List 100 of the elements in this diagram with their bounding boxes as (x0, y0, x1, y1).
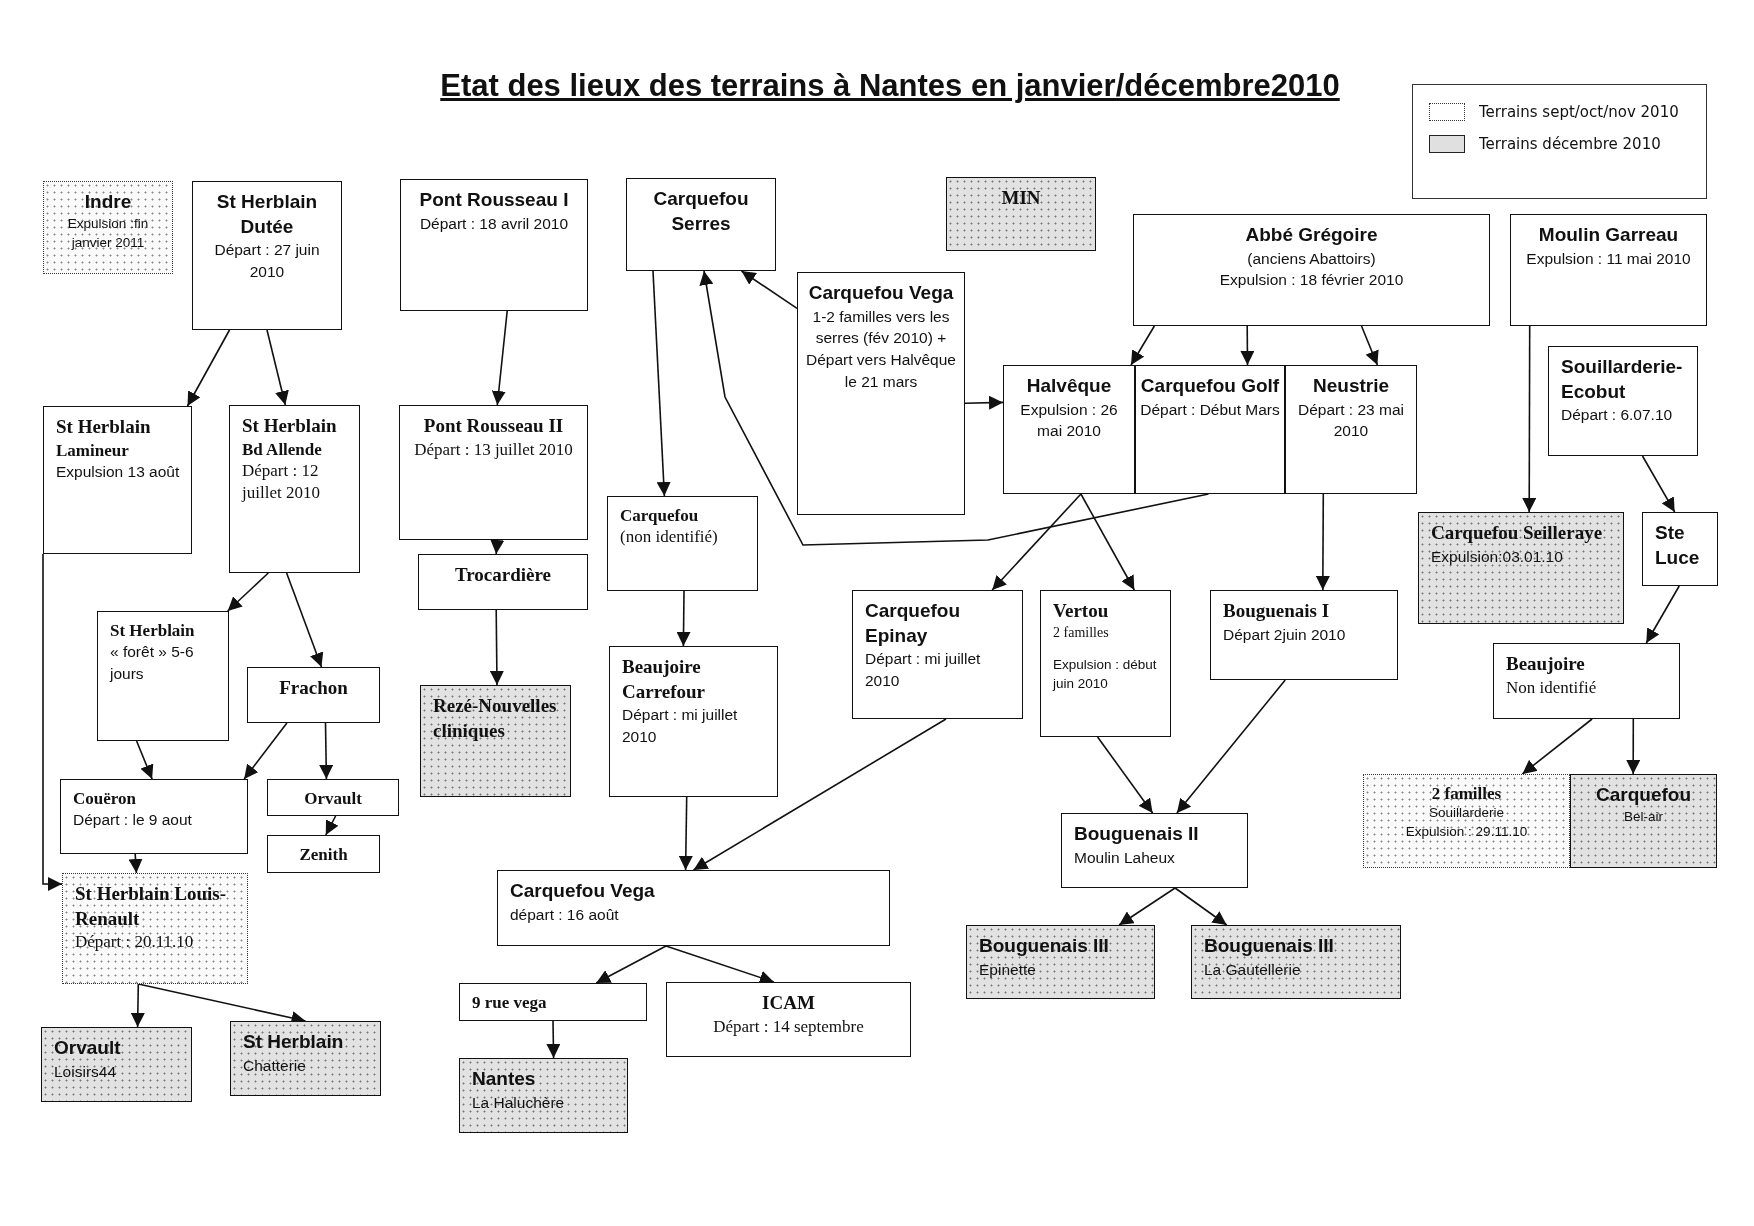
place-box (43, 406, 192, 554)
place-name: Bouguenais I (1223, 599, 1331, 623)
place-detail: Bel-air (1623, 807, 1664, 826)
place-detail: 1-2 familles vers les serres (fév 2010) + Départ vers Halvêque le 21 mars (805, 306, 957, 392)
place-box (1061, 813, 1248, 888)
place-box (1570, 774, 1717, 868)
place-box (497, 870, 890, 946)
place-box (1418, 512, 1624, 624)
arrow (285, 572, 324, 668)
place-name: Carquefou (620, 505, 700, 527)
place-name: 2 familles (1430, 783, 1503, 805)
arrow (1130, 325, 1156, 366)
arrow (1118, 887, 1176, 926)
legend-text: Terrains sept/oct/nov 2010 (1479, 103, 1679, 121)
place-detail: Expulsion : 26 mai 2010 (1019, 399, 1119, 442)
place-box (399, 405, 588, 540)
place-name: St Herblain (110, 620, 196, 642)
arrow (652, 270, 671, 497)
place-name: St Herblain (243, 1030, 345, 1054)
place-box (666, 982, 911, 1057)
arrow (490, 539, 505, 555)
arrow (1626, 718, 1641, 775)
arrow (319, 722, 334, 780)
place-name: Bouguenais II (1074, 822, 1200, 846)
place-detail: Départ : 13 juillet 2010 (413, 438, 574, 461)
place-name: Bouguenais III (979, 934, 1110, 958)
place-detail: Bd Allende (242, 438, 323, 460)
place-name: Orvault (54, 1036, 122, 1060)
place-name: Beaujoire Carrefour (622, 655, 706, 704)
arrow (678, 796, 693, 871)
place-box (1040, 590, 1171, 737)
place-detail: Lamineur (56, 439, 130, 461)
place-name: Ste Luce (1655, 521, 1701, 570)
place-box (97, 611, 229, 741)
place-box (1135, 365, 1285, 494)
place-detail: La Gautellerie (1204, 959, 1302, 980)
place-box (966, 925, 1155, 999)
place-detail: Expulsion :fin janvier 2011 (66, 214, 150, 252)
place-box (41, 1027, 192, 1102)
arrow (1645, 585, 1680, 644)
arrow (692, 718, 947, 871)
place-box (1642, 512, 1718, 586)
arrow (491, 310, 508, 406)
place-box (229, 405, 360, 573)
place-name: Carquefou Golf (1140, 374, 1280, 398)
place-box (267, 835, 380, 873)
place-name: Carquefou Vega (510, 879, 656, 903)
place-name: MIN (1000, 186, 1042, 210)
place-detail: Expulsion 13 août (56, 461, 181, 482)
place-detail: (anciens Abattoirs) (1246, 248, 1377, 269)
place-detail: Epinette (979, 959, 1037, 980)
place-name: Bouguenais III (1204, 934, 1335, 958)
arrow (243, 722, 288, 780)
place-detail: Départ : le 9 aout (73, 810, 193, 831)
place-detail: Départ : 20.11.10 (75, 931, 195, 954)
arrow (964, 395, 1004, 410)
place-name: Carquefou (1595, 783, 1692, 807)
place-box (1548, 346, 1698, 456)
arrow (1176, 679, 1286, 814)
diagram-title: Etat des lieux des terrains à Nantes en janvier/décembre2010 (439, 68, 1341, 104)
place-box (609, 646, 778, 797)
place-detail: Départ 2juin 2010 (1223, 624, 1347, 645)
place-box (247, 667, 380, 723)
arrow (1080, 493, 1136, 591)
arrow (1315, 493, 1330, 591)
arrow (1174, 887, 1228, 926)
place-box (1133, 214, 1490, 326)
place-name: Pont Rousseau I (418, 188, 570, 212)
place-name: Zenith (298, 844, 349, 866)
place-detail: Expulsion:03.01.10 (1431, 546, 1564, 567)
place-detail: départ : 16 août (510, 904, 620, 925)
place-name: Rezé-Nouvelles cliniques (433, 694, 558, 743)
place-name: Moulin Garreau (1537, 223, 1680, 247)
arrow (226, 572, 270, 612)
arrow (325, 815, 339, 836)
place-box (1363, 774, 1570, 868)
place-box (230, 1021, 381, 1096)
arrow (1240, 325, 1255, 366)
place-name: Souillarderie-Ecobut (1561, 355, 1684, 404)
place-box (797, 272, 965, 515)
place-box (1493, 643, 1680, 719)
place-box (626, 178, 776, 271)
arrow (266, 329, 289, 406)
place-name: Indre (83, 190, 133, 214)
place-name: Orvault (303, 788, 363, 810)
place-box (1003, 365, 1135, 494)
place-name: Trocardière (454, 563, 552, 587)
place-box (1510, 214, 1707, 326)
place-detail: Départ : mi juillet 2010 (622, 705, 739, 748)
arrow (740, 270, 798, 310)
place-detail: Départ : mi juillet 2010 (865, 649, 982, 692)
place-detail: Loisirs44 (54, 1061, 118, 1082)
place-box (267, 779, 399, 816)
place-name: Carquefou Seilleraye (1431, 521, 1604, 545)
place-name: St Herblain Louis-Renault (75, 882, 227, 931)
place-detail: Expulsion : début juin 2010 (1053, 655, 1158, 693)
place-name: Frachon (278, 676, 349, 700)
place-detail: La Haluchère (472, 1092, 566, 1113)
place-detail: (non identifié) (620, 526, 719, 549)
place-box (459, 983, 647, 1021)
